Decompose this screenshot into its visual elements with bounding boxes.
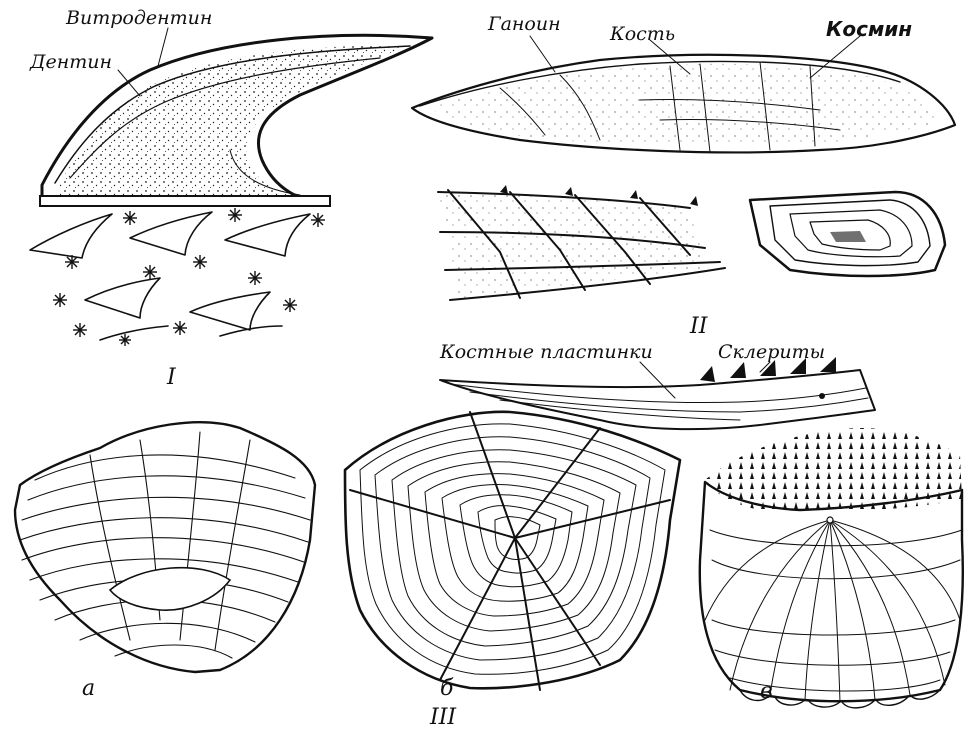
label-kostnye-plastinki: Костные пластинки	[439, 341, 653, 363]
cycloid-scale-drawing	[15, 422, 315, 672]
pentagonal-scale-drawing	[345, 412, 680, 690]
square-scale-drawing	[750, 192, 945, 276]
rhombic-scale-grid-drawing	[438, 185, 725, 300]
bone-plates-section-drawing	[440, 357, 875, 429]
label-sklerity: Склериты	[718, 341, 825, 363]
label-ganoin: Ганоин	[487, 13, 561, 35]
sub-label-v: в	[760, 679, 773, 704]
panel-II-numeral: II	[689, 314, 709, 339]
label-dentin: Дентин	[29, 51, 112, 73]
panel-III-numeral: III	[429, 705, 457, 730]
label-kost: Кость	[609, 23, 675, 45]
ctenoid-scale-drawing	[700, 428, 963, 708]
placoid-scale-drawing	[30, 28, 432, 346]
ganoid-scale-section-drawing	[412, 36, 955, 152]
panel-I-numeral: I	[166, 365, 177, 390]
label-vitrodentin: Витродентин	[65, 7, 212, 29]
sub-label-a: а	[82, 676, 95, 701]
label-kosmin: Космин	[826, 17, 912, 41]
sub-label-b: б	[440, 676, 454, 701]
